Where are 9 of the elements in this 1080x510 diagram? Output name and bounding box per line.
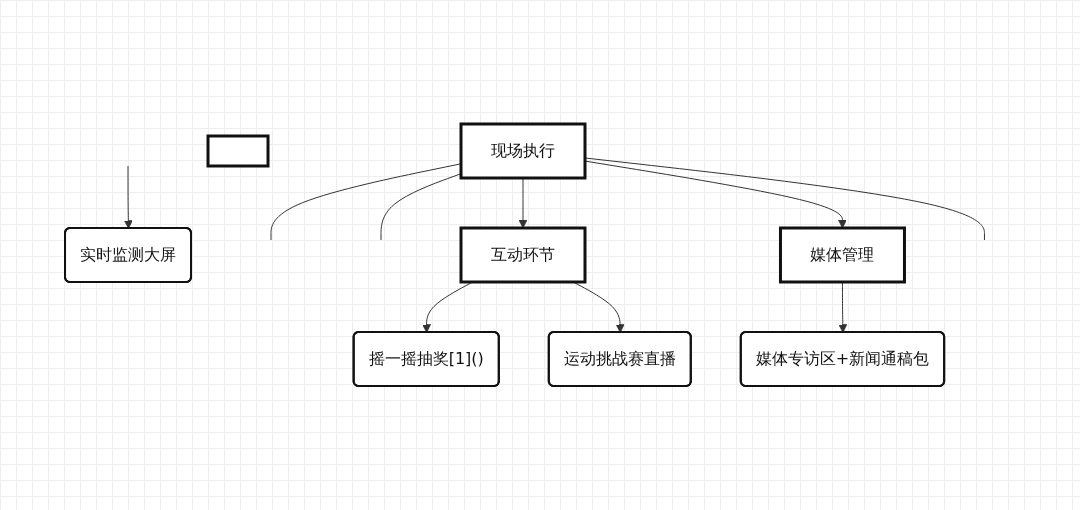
node-box: 媒体管理 bbox=[779, 226, 907, 284]
node-box: 互动环节 bbox=[459, 226, 587, 284]
connector bbox=[380, 173, 462, 241]
connector bbox=[270, 163, 462, 241]
arrow bbox=[573, 281, 625, 333]
node-box bbox=[206, 134, 270, 168]
arrow bbox=[838, 281, 848, 333]
arrow bbox=[124, 165, 133, 229]
node-box: 现场执行 bbox=[459, 122, 587, 180]
